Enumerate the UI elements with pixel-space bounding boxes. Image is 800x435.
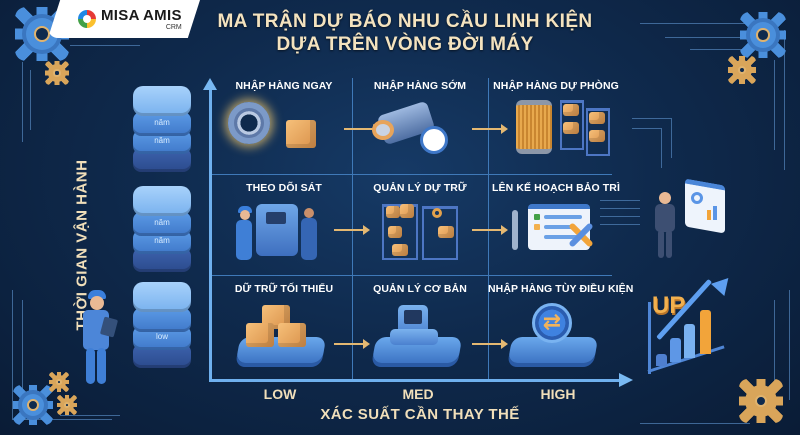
matrix-cell: NHẬP HÀNG TÙY ĐIỀU KIỆN ⇄ xyxy=(488,277,634,377)
title-line-1: MA TRẬN DỰ BÁO NHU CẦU LINH KIỆN xyxy=(217,11,593,32)
circuit-lines-mid-right xyxy=(600,200,640,201)
x-axis-line xyxy=(209,379,621,382)
x-tick-low: LOW xyxy=(263,386,297,402)
circuit-lines-top-right xyxy=(690,40,750,50)
year-stack-high: năm năm xyxy=(133,86,191,176)
matrix-cell: THEO DÕI SÁT xyxy=(216,176,352,276)
matrix-cell: QUẢN LÝ CƠ BẢN xyxy=(352,277,488,377)
grid-divider xyxy=(212,174,612,175)
cell-label: QUẢN LÝ CƠ BẢN xyxy=(373,283,467,295)
circuit-lines-bottom-right xyxy=(640,418,750,424)
y-axis-arrow-icon xyxy=(203,78,217,90)
page-title: MA TRẬN DỰ BÁO NHU CẦU LINH KIỆN DỰA TRÊ… xyxy=(210,10,600,56)
filter-and-shelves-icon xyxy=(488,96,624,168)
matrix-cell: NHẬP HÀNG SỚM xyxy=(352,74,488,174)
gear-icon xyxy=(44,60,70,86)
cell-label: LÊN KẾ HOẠCH BẢO TRÌ xyxy=(492,182,620,194)
cell-label: NHẬP HÀNG NGAY xyxy=(235,80,333,92)
circuit-lines-right xyxy=(775,30,785,170)
circuit-line-logo xyxy=(70,40,140,46)
circuit-lines-mid-right xyxy=(600,208,640,209)
y-axis-line xyxy=(209,86,212,382)
exchange-coin-icon: ⇄ xyxy=(488,299,624,371)
cell-label: THEO DÕI SÁT xyxy=(246,182,322,194)
gear-icon xyxy=(57,395,77,415)
stack-cube xyxy=(133,308,191,332)
year-stack-med: năm năm xyxy=(133,186,191,276)
stack-cube-top xyxy=(133,186,191,216)
circuit-lines-top-left xyxy=(30,70,46,130)
grid-divider xyxy=(212,275,612,276)
cell-label: NHẬP HÀNG SỚM xyxy=(373,80,467,92)
circuit-lines-top-right xyxy=(640,14,780,24)
x-axis-label: XÁC SUẤT CẦN THAY THẾ xyxy=(320,406,520,423)
circuit-lines-bottom-right xyxy=(765,300,775,390)
circuit-lines-mid-right xyxy=(632,118,672,158)
flow-arrow-icon xyxy=(334,339,370,349)
brand-sub: CRM xyxy=(165,23,182,31)
exchange-arrows-icon: ⇄ xyxy=(532,303,572,343)
stack-cube-top xyxy=(133,282,191,312)
year-stack-low: low xyxy=(133,282,191,372)
gear-icon xyxy=(739,11,787,59)
matrix-cell: NHẬP HÀNG NGAY xyxy=(216,74,352,174)
register-terminal-icon xyxy=(352,299,488,371)
stack-cube-top xyxy=(133,86,191,116)
circuit-lines-mid-right xyxy=(600,216,640,217)
title-line-2: DỰA TRÊN VÒNG ĐỜI MÁY xyxy=(276,34,534,55)
circuit-lines-right xyxy=(765,60,775,150)
matrix-cell: DỮ TRỮ TỐI THIỂU xyxy=(216,277,352,377)
matrix-cell: QUẢN LÝ DỰ TRỮ xyxy=(352,176,488,276)
gear-icon xyxy=(739,379,783,423)
boxes-on-platform-icon xyxy=(216,299,352,371)
x-tick-high: HIGH xyxy=(540,386,576,402)
x-tick-med: MED xyxy=(402,386,434,402)
circuit-lines-mid-right xyxy=(600,224,640,225)
bearing-and-box-icon xyxy=(216,96,352,168)
circuit-lines-mid-right xyxy=(632,128,662,168)
flow-arrow-icon xyxy=(472,225,508,235)
circuit-lines-bottom-right xyxy=(780,290,790,400)
circuit-lines-bottom-left xyxy=(60,410,120,416)
brand-name: MISA AMIS xyxy=(101,6,182,24)
circuit-lines-bottom-left xyxy=(22,300,112,420)
cell-label: NHẬP HÀNG DỰ PHÒNG xyxy=(493,80,619,92)
misa-logo-icon xyxy=(78,10,96,28)
brand-logo: MISA AMIS CRM xyxy=(48,0,200,38)
growth-chart-up-illustration: UP xyxy=(647,272,738,374)
shaft-and-stopwatch-icon xyxy=(352,96,488,168)
gear-icon xyxy=(49,372,69,392)
worker-with-tablet-illustration xyxy=(78,290,128,390)
cell-label: NHẬP HÀNG TÙY ĐIỀU KIỆN xyxy=(488,283,634,295)
matrix-cell: NHẬP HÀNG DỰ PHÒNG xyxy=(488,74,624,174)
matrix-cell: LÊN KẾ HOẠCH BẢO TRÌ xyxy=(488,176,624,276)
flow-arrow-icon xyxy=(472,339,508,349)
gear-icon xyxy=(12,384,54,426)
maintenance-checklist-icon xyxy=(488,198,624,270)
circuit-lines-top-left xyxy=(22,62,38,142)
circuit-lines-top-right xyxy=(665,28,780,38)
technicians-at-machine-icon xyxy=(216,198,352,270)
stack-cube: năm xyxy=(133,112,191,136)
flow-arrow-icon xyxy=(334,225,370,235)
cell-label: QUẢN LÝ DỰ TRỮ xyxy=(373,182,467,194)
stack-cube: năm xyxy=(133,212,191,236)
storage-shelves-icon xyxy=(352,198,488,270)
cell-label: DỮ TRỮ TỐI THIỂU xyxy=(234,283,334,295)
flow-arrow-icon xyxy=(472,124,508,134)
x-axis-arrow-icon xyxy=(619,373,633,387)
presenter-with-dashboard-illustration xyxy=(655,178,765,262)
gear-icon xyxy=(728,56,756,84)
